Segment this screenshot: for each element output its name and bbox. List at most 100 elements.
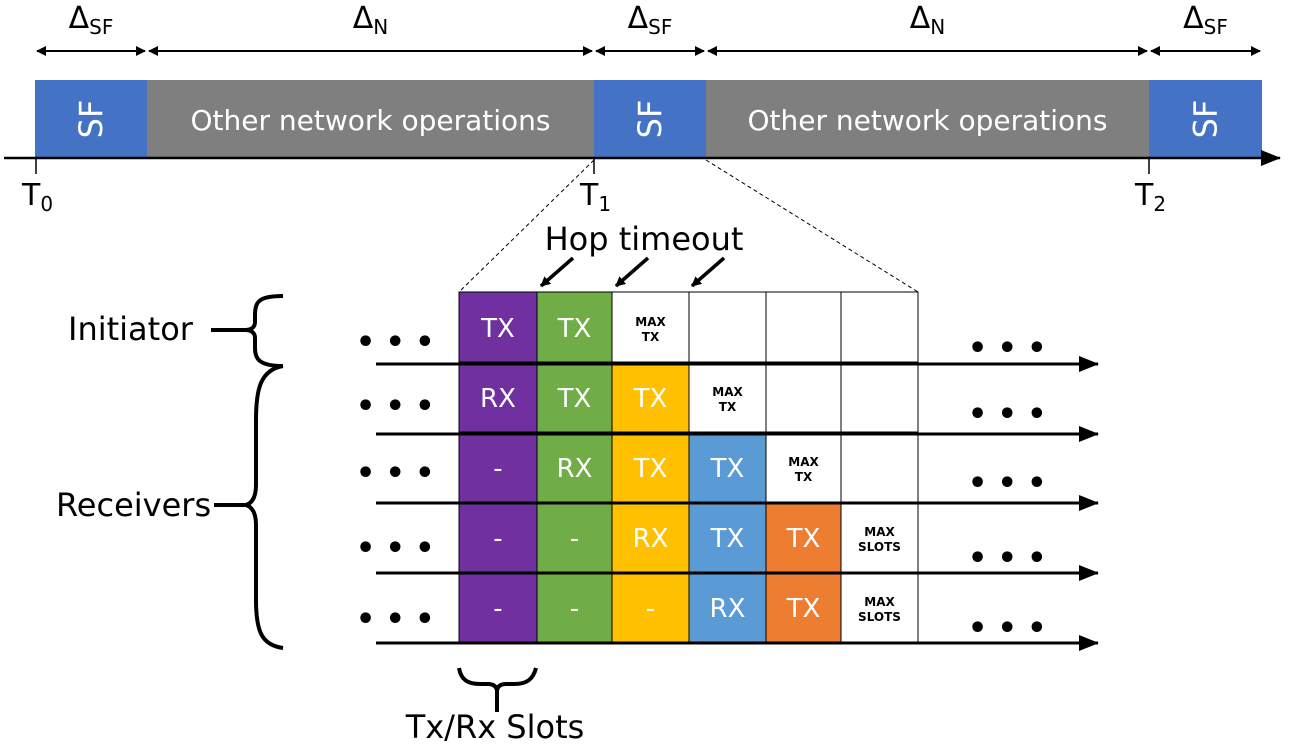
slot-cell: - [536,501,613,573]
slot-label: - [493,524,502,554]
slot-cell: TX [611,361,690,433]
time-tick: T2 [1134,158,1166,216]
slot-cell [765,361,842,433]
slot-label: TX [710,454,745,484]
delta-subscript: SF [648,15,672,39]
ellipsis-left: • • • [356,389,434,424]
sf-label: SF [1187,100,1225,139]
interval-arrow: ΔN [707,1,1148,56]
slot-cell: - [458,501,538,573]
delta-subscript: SF [89,15,113,39]
slot-cell-background [688,361,767,433]
time-tick: T0 [21,158,53,216]
hop-timeout-arrow [690,256,726,288]
ellipsis-left: • • • [356,531,434,566]
sf-block: SF [594,80,706,157]
slot-cell-background [765,291,842,363]
ellipsis-left: • • • [356,456,434,491]
slot-label: TX [633,384,668,414]
slot-cell-background [611,501,690,573]
interval-label: ΔSF [628,1,673,39]
slot-cell-background [611,431,690,503]
slot-cell [840,291,919,363]
slot-cell: TX [688,501,767,573]
hop-timeout-label: Hop timeout [545,220,744,258]
slot-cell-background [840,431,919,503]
slot-cell: TX [765,501,842,573]
slot-cell [765,291,842,363]
slot-label: RX [557,454,593,484]
slot-cell: RX [536,431,613,503]
tick-label: T0 [21,178,53,216]
slot-cell: - [458,571,538,643]
delta-symbol: Δ [353,1,374,36]
slot-label: - [493,454,502,484]
slot-cell-background [765,361,842,433]
slot-label: - [646,594,655,624]
slot-cell: RX [688,571,767,643]
hop-timeout-arrows [539,256,726,288]
slot-cell-background [458,291,538,363]
slot-cell: - [536,571,613,643]
slot-label: TX [710,524,745,554]
slot-cell-background [688,571,767,643]
slot-label: - [570,524,579,554]
slot-cell-background [536,571,613,643]
hop-timeout-arrow [614,256,650,288]
time-tick: T1 [579,158,611,216]
other-operations-block: Other network operations [706,80,1149,157]
ellipsis-right: • • • [968,466,1046,501]
slots-brace [457,667,538,691]
slot-label: - [493,594,502,624]
slot-cell-background [458,501,538,573]
slot-label: RX [480,384,516,414]
time-ticks: T0 T1 T2 [21,158,1166,216]
slot-label: RX [633,524,669,554]
row-timeline: • • •• • • [356,325,1099,372]
ellipsis-right: • • • [968,611,1046,646]
tick-label: T2 [1134,178,1166,216]
slot-label: TX [480,314,515,344]
block-background [35,80,147,157]
slot-cell: TX [458,291,538,363]
other-operations-label: Other network operations [190,104,550,137]
sf-block: SF [1149,80,1262,157]
slot-cell: - [611,571,690,643]
delta-subscript: N [373,15,388,39]
interval-label: ΔN [910,1,946,39]
slot-cell-background [611,571,690,643]
block-background [147,80,594,157]
slot-cell-background [688,291,767,363]
ellipsis-left: • • • [356,325,434,360]
block-background [706,80,1149,157]
slot-cell: TX [536,291,613,363]
slot-label: TX [786,594,821,624]
slot-label: TX [786,524,821,554]
slot-cell: TX [611,431,690,503]
tick-label: T1 [579,178,611,216]
zoom-line-left [458,159,595,293]
ellipsis-left: • • • [356,602,434,637]
initiator-label: Initiator [68,310,194,348]
delta-subscript: N [930,15,945,39]
slot-cell: TX [688,431,767,503]
slot-cell-background [536,431,613,503]
interval-label: ΔSF [69,1,114,39]
slot-cell [688,291,767,363]
slot-cell: RX [458,361,538,433]
receivers-label: Receivers [56,486,211,524]
slot-label: TX [557,384,592,414]
